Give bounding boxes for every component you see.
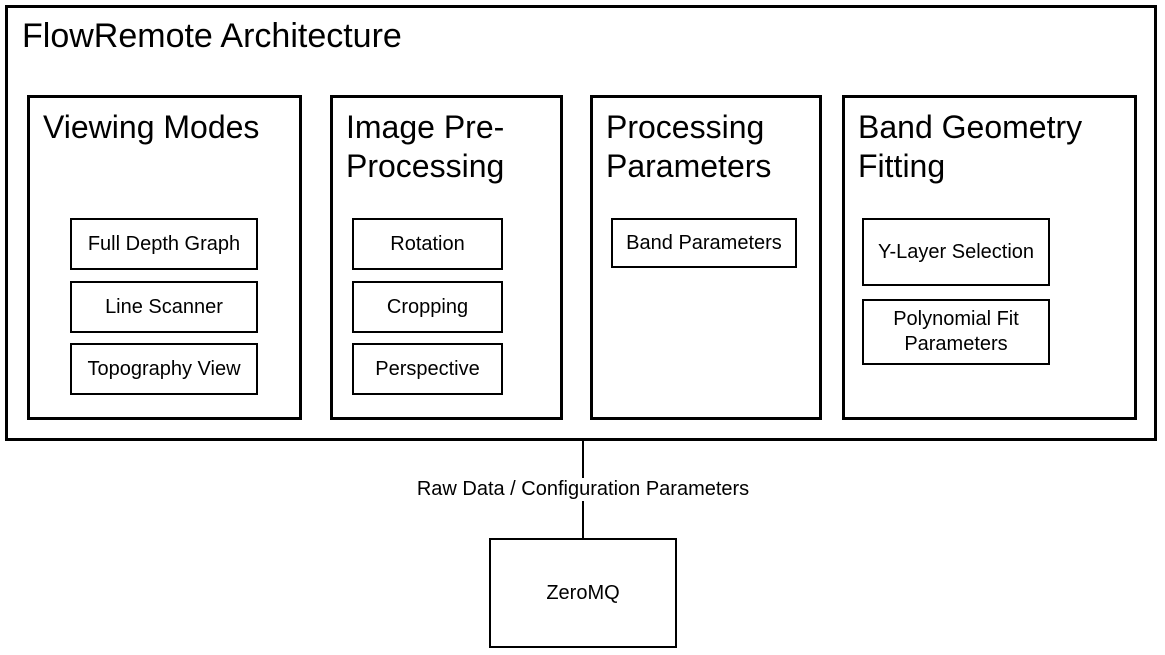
- node-band-parameters: Band Parameters: [611, 218, 797, 268]
- group-processing-parameters: Processing Parameters Band Parameters: [590, 95, 822, 420]
- group-viewing-modes: Viewing Modes Full Depth Graph Line Scan…: [27, 95, 302, 420]
- group-viewing-modes-title: Viewing Modes: [43, 109, 260, 145]
- node-rotation: Rotation: [352, 218, 503, 270]
- connector-label: Raw Data / Configuration Parameters: [410, 478, 756, 501]
- node-cropping: Cropping: [352, 281, 503, 333]
- group-image-pre-processing-title: Image Pre-Processing: [346, 109, 505, 185]
- node-full-depth-graph: Full Depth Graph: [70, 218, 258, 270]
- node-topography-view: Topography View: [70, 343, 258, 395]
- group-image-pre-processing: Image Pre-Processing Rotation Cropping P…: [330, 95, 563, 420]
- node-polynomial-fit-parameters: Polynomial Fit Parameters: [862, 299, 1050, 365]
- node-line-scanner: Line Scanner: [70, 281, 258, 333]
- group-band-geometry-fitting-title: Band Geometry Fitting: [858, 109, 1083, 185]
- node-perspective: Perspective: [352, 343, 503, 395]
- node-zeromq-label: ZeroMQ: [546, 581, 620, 604]
- node-y-layer-selection: Y-Layer Selection: [862, 218, 1050, 286]
- node-zeromq: ZeroMQ: [489, 538, 677, 648]
- diagram-title: FlowRemote Architecture: [22, 17, 402, 55]
- group-band-geometry-fitting: Band Geometry Fitting Y-Layer Selection …: [842, 95, 1137, 420]
- group-processing-parameters-title: Processing Parameters: [606, 109, 772, 185]
